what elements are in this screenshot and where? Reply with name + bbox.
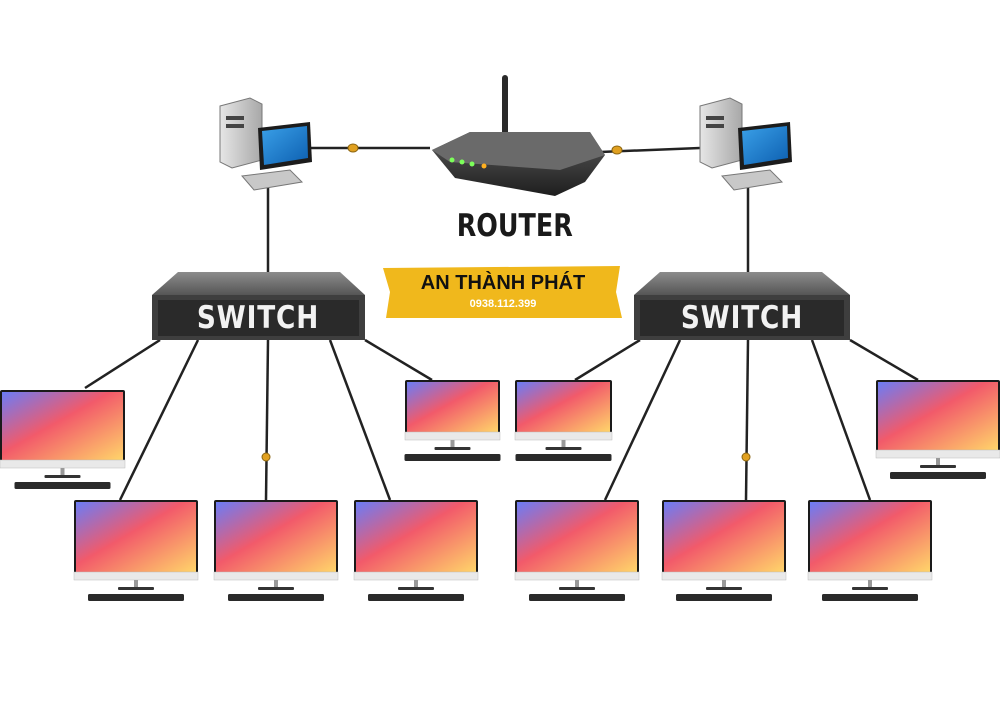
connector-dot [347, 143, 359, 153]
desktop-monitor-icon [514, 500, 640, 590]
cable-switch-left-monitor-5 [364, 338, 433, 382]
cable-connectors [261, 143, 751, 462]
switch-label-right: SWITCH [680, 300, 804, 336]
cable-switch-left-monitor-4 [328, 339, 392, 501]
cable-switch-right-monitor-4 [810, 339, 872, 501]
keyboard-icon [404, 454, 501, 461]
keyboard-icon [676, 594, 772, 601]
desktop-monitor-icon [213, 500, 339, 590]
keyboard-icon [890, 472, 986, 479]
keyboard-icon [14, 482, 111, 489]
desktop-monitor-icon [353, 500, 479, 590]
network-switch-icon [634, 272, 850, 340]
watermark-title: AN THÀNH PHÁT [420, 272, 586, 294]
cable-switch-right-monitor-2 [603, 339, 682, 501]
cable-switch-right-monitor-3 [744, 339, 750, 501]
cable-switch-right-monitor-1 [574, 338, 641, 382]
cables [84, 146, 919, 501]
desktop-monitor-icon [0, 390, 126, 478]
keyboard-icon [228, 594, 324, 601]
watermark-banner [383, 266, 622, 318]
wireless-router-icon [432, 75, 605, 196]
switch-label-left: SWITCH [196, 300, 320, 336]
router-label: ROUTER [456, 208, 573, 244]
server-pc-icon [219, 97, 312, 191]
keyboard-icon [822, 594, 918, 601]
monitors [0, 380, 1000, 601]
keyboard-icon [515, 454, 612, 461]
connector-dot [261, 452, 271, 462]
network-switch-icon [152, 272, 365, 340]
connector-dot [611, 145, 623, 155]
server-pc-icon [699, 97, 792, 191]
desktop-monitor-icon [875, 380, 1000, 468]
desktop-monitor-icon [514, 380, 613, 450]
desktop-monitor-icon [661, 500, 787, 590]
cable-switch-left-monitor-1 [84, 338, 161, 390]
cable-switch-right-monitor-5 [849, 338, 919, 382]
watermark-phone: 0938.112.399 [469, 298, 537, 310]
desktop-monitor-icon [807, 500, 933, 590]
keyboard-icon [88, 594, 184, 601]
connector-dot [741, 452, 751, 462]
desktop-monitor-icon [73, 500, 199, 590]
keyboard-icon [529, 594, 625, 601]
cable-switch-left-monitor-2 [118, 339, 200, 501]
cable-switch-left-monitor-3 [264, 339, 270, 501]
desktop-monitor-icon [404, 380, 501, 450]
keyboard-icon [368, 594, 464, 601]
